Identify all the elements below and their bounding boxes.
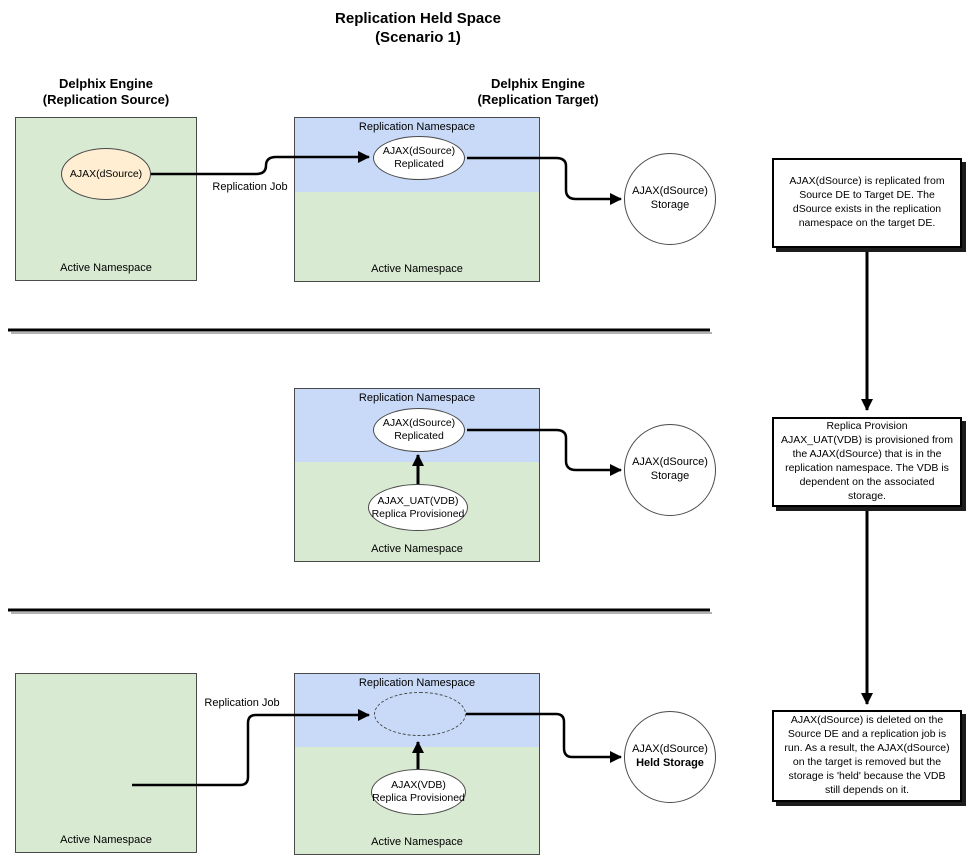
target-engine-header-line1: Delphix Engine <box>491 76 585 91</box>
row2-vdb-line1: AJAX_UAT(VDB) <box>377 494 459 507</box>
target-engine-header-line2: (Replication Target) <box>477 92 599 108</box>
row1-source-active-namespace-label: Active Namespace <box>60 262 152 274</box>
row1-replicated-line1: AJAX(dSource) <box>382 145 456 158</box>
row2-storage-line2: Storage <box>650 470 690 482</box>
row1-replicated-line2: Replicated <box>394 158 444 170</box>
row3-replication-namespace-label: Replication Namespace <box>358 677 476 689</box>
row2-replicated-line2: Replicated <box>394 430 444 442</box>
row1-storage-line1: AJAX(dSource) <box>632 185 708 198</box>
row3-vdb-line1: AJAX(VDB) <box>391 779 446 792</box>
row2-vdb-line2: Replica Provisioned <box>371 507 465 520</box>
page-title-line2: (Scenario 1) <box>375 28 461 46</box>
page-title: Replication Held Space (Scenario 1) <box>258 10 578 48</box>
row2-storage-line1: AJAX(dSource) <box>632 456 708 469</box>
row1-target-active-namespace-label: Active Namespace <box>371 263 463 275</box>
row1-replication-namespace-label: Replication Namespace <box>358 121 476 133</box>
row3-source-active-namespace-box: Active Namespace <box>15 673 197 853</box>
row1-active-namespace-section: Active Namespace <box>295 192 539 281</box>
row1-source-active-namespace-box: Active Namespace <box>15 117 197 281</box>
row3-replication-job-label: Replication Job <box>204 697 280 709</box>
row3-held-storage-circle: AJAX(dSource) Held Storage <box>624 711 716 803</box>
row1-dsource-label: AJAX(dSource) <box>69 167 143 180</box>
row1-replication-job-label: Replication Job <box>212 181 288 193</box>
row2-storage-circle: AJAX(dSource) Storage <box>624 424 716 516</box>
row3-vdb-ellipse: AJAX(VDB) Replica Provisioned <box>371 769 466 815</box>
row3-deleted-dsource-dashed-ellipse <box>374 692 466 736</box>
row3-active-namespace-label: Active Namespace <box>371 836 463 848</box>
row1-dsource-ellipse: AJAX(dSource) <box>61 148 151 200</box>
row1-note: AJAX(dSource) is replicated from Source … <box>772 158 962 248</box>
row2-vdb-ellipse: AJAX_UAT(VDB) Replica Provisioned <box>368 484 468 531</box>
row1-replicated-dsource-ellipse: AJAX(dSource) Replicated <box>373 136 465 180</box>
source-engine-header: Delphix Engine (Replication Source) <box>6 76 206 109</box>
source-engine-header-line1: Delphix Engine <box>59 76 153 91</box>
row2-replicated-line1: AJAX(dSource) <box>382 417 456 430</box>
row1-storage-line2: Storage <box>650 199 690 211</box>
row3-note: AJAX(dSource) is deleted on the Source D… <box>772 710 962 802</box>
row2-note: Replica Provision AJAX_UAT(VDB) is provi… <box>772 417 962 507</box>
row1-storage-circle: AJAX(dSource) Storage <box>624 153 716 245</box>
row2-replicated-dsource-ellipse: AJAX(dSource) Replicated <box>373 408 465 452</box>
page-title-line1: Replication Held Space <box>335 10 501 27</box>
target-engine-header: Delphix Engine (Replication Target) <box>438 76 638 109</box>
row3-storage-line1: AJAX(dSource) <box>632 743 708 756</box>
row3-source-active-namespace-label: Active Namespace <box>60 834 152 846</box>
source-engine-header-line2: (Replication Source) <box>42 92 170 108</box>
row2-active-namespace-label: Active Namespace <box>371 543 463 555</box>
row3-storage-line2: Held Storage <box>636 757 704 769</box>
row2-replication-namespace-label: Replication Namespace <box>358 392 476 404</box>
row3-vdb-line2: Replica Provisioned <box>372 792 465 804</box>
